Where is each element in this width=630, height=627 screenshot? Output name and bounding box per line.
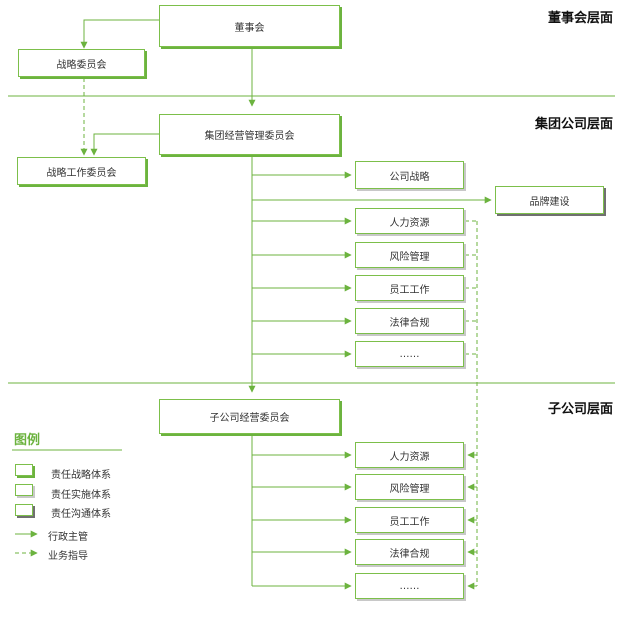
node-group-child: 法律合规 — [355, 308, 464, 334]
legend-label: 责任沟通体系 — [51, 509, 111, 520]
node-sub-child: 员工工作 — [355, 507, 464, 533]
node-brand: 品牌建设 — [495, 186, 604, 214]
layer-title-board: 董事会层面 — [548, 11, 614, 26]
legend-label: 业务指导 — [48, 551, 88, 562]
node-sub-child: 人力资源 — [355, 442, 464, 468]
node-group-child: 风险管理 — [355, 242, 464, 268]
node-strategy-committee: 战略委员会 — [18, 49, 145, 77]
arrow-board-to-strategy — [80, 19, 159, 49]
legend-swatch-strategy — [15, 464, 33, 476]
node-board: 董事会 — [159, 5, 340, 47]
node-sub-child: 风险管理 — [355, 474, 464, 500]
layer-title-subsidiary: 子公司层面 — [548, 402, 614, 417]
arrow-group-to-strategywork — [90, 133, 159, 156]
node-group-mgmt: 集团经营管理委员会 — [159, 114, 340, 155]
legend-label: 行政主管 — [48, 532, 88, 543]
node-group-child: …… — [355, 341, 464, 367]
node-group-child: 人力资源 — [355, 208, 464, 234]
legend-label: 责任实施体系 — [51, 490, 111, 501]
legend-title: 图例 — [14, 433, 41, 448]
legend-swatch-comm — [15, 504, 33, 516]
legend-label: 责任战略体系 — [51, 470, 111, 481]
guidance-bus — [465, 220, 478, 590]
layer-title-group: 集团公司层面 — [535, 117, 614, 132]
legend-swatch-implement — [15, 484, 33, 496]
node-sub-mgmt: 子公司经营委员会 — [159, 399, 340, 434]
node-group-child: 公司战略 — [355, 161, 464, 189]
node-sub-child: …… — [355, 573, 464, 599]
node-strategy-work: 战略工作委员会 — [17, 157, 146, 185]
node-sub-child: 法律合规 — [355, 539, 464, 565]
node-group-child: 员工工作 — [355, 275, 464, 301]
